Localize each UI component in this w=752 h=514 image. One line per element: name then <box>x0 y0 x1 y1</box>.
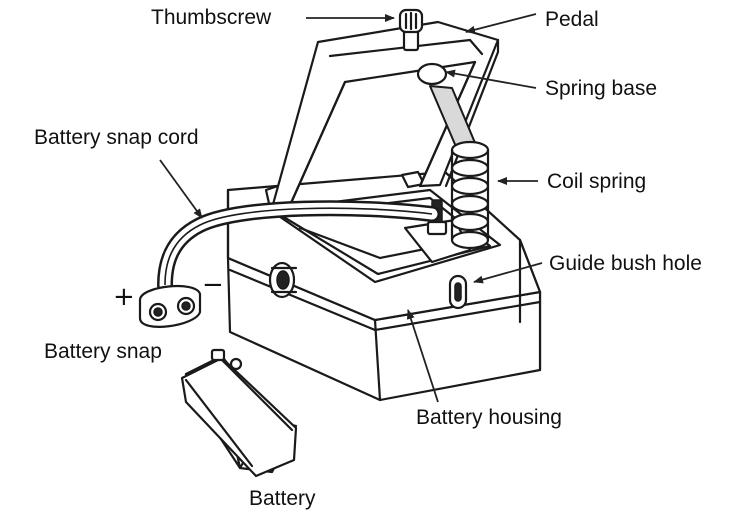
plus-sign: + <box>113 282 135 312</box>
battery-housing-leader <box>406 309 439 403</box>
coil-spring-illustration <box>450 140 490 250</box>
spring-base-leader <box>445 69 537 89</box>
battery-snap-cord-leader <box>159 159 203 219</box>
battery-snap-cord-illustration <box>157 200 440 293</box>
battery-illustration <box>180 348 298 478</box>
battery-label: Battery <box>249 487 316 510</box>
minus-sign: − <box>202 270 224 300</box>
battery-snap-label: Battery snap <box>44 340 162 363</box>
pedal-label: Pedal <box>545 8 599 31</box>
guide-bush-hole-illustration <box>448 274 468 310</box>
guide-bush-hole-leader <box>473 262 543 284</box>
spring-base-label: Spring base <box>545 77 657 100</box>
thumbscrew-illustration <box>398 8 424 52</box>
coil-spring-label: Coil spring <box>547 170 646 193</box>
thumbscrew-label: Thumbscrew <box>151 6 272 29</box>
jack-illustration <box>268 261 298 299</box>
pedal-leader <box>465 13 537 34</box>
battery-housing-label: Battery housing <box>416 406 562 429</box>
guide-bush-hole-label: Guide bush hole <box>549 252 702 275</box>
battery-snap-illustration <box>138 284 202 328</box>
battery-snap-cord-label: Battery snap cord <box>34 126 199 149</box>
